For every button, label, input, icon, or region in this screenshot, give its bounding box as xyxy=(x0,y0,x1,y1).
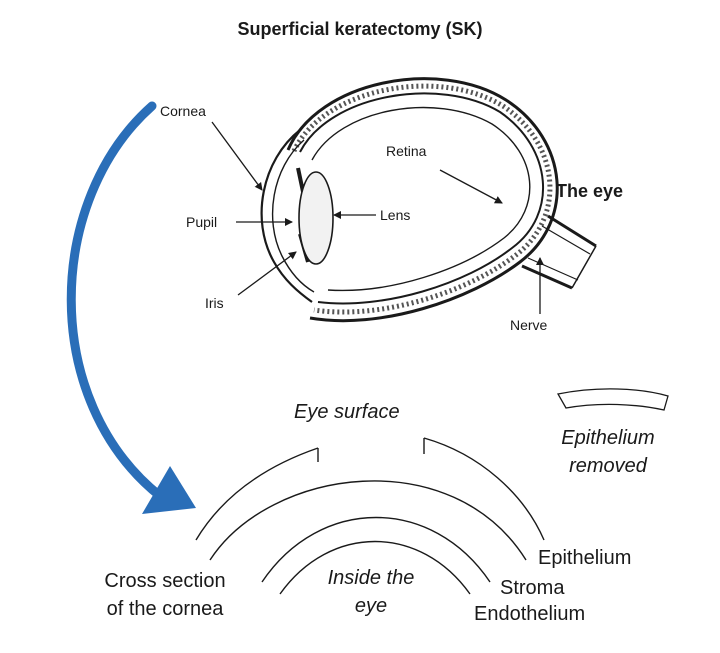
diagram-title: Superficial keratectomy (SK) xyxy=(237,19,483,39)
sclera-inner xyxy=(299,92,544,305)
cornea-inner xyxy=(271,139,315,293)
blue-arrow-head xyxy=(142,466,196,514)
epithelium-outer-left xyxy=(195,447,319,541)
blue-arrow-shaft xyxy=(66,101,165,501)
retina-line xyxy=(311,106,531,292)
cornea-leader xyxy=(211,121,263,191)
optic-nerve-end xyxy=(571,245,597,289)
label-cornea: Cornea xyxy=(160,103,206,119)
label-pupil: Pupil xyxy=(186,214,218,230)
optic-nerve-bottom xyxy=(521,264,573,290)
removed-epithelium-piece xyxy=(556,388,669,411)
label-epithelium-removed-2: removed xyxy=(569,455,647,477)
leader-lines xyxy=(211,121,544,314)
optic-nerve-inner-a xyxy=(541,225,591,255)
lens-shape xyxy=(298,171,334,265)
label-iris: Iris xyxy=(205,295,224,311)
optic-nerve-top xyxy=(547,214,597,248)
blue-arrow xyxy=(66,101,196,514)
endothelium-outer xyxy=(261,516,491,583)
retina-leader xyxy=(439,169,503,204)
label-layer-endothelium: Endothelium xyxy=(474,603,586,625)
cornea-outer xyxy=(260,129,313,303)
label-retina: Retina xyxy=(386,143,427,159)
iris-leader xyxy=(237,251,297,296)
sclera-outer xyxy=(286,77,559,323)
label-inside-eye-1: Inside the xyxy=(327,567,415,589)
stroma-outer xyxy=(209,480,527,561)
cornea-cross-section xyxy=(195,388,669,595)
label-cross-section-1: Cross section xyxy=(104,570,226,592)
sclera-hatch xyxy=(291,83,553,315)
label-layer-stroma: Stroma xyxy=(500,577,565,599)
label-epithelium-removed-1: Epithelium xyxy=(561,427,655,449)
label-inside-eye-2: eye xyxy=(354,595,388,617)
label-cross-section-2: of the cornea xyxy=(106,598,224,620)
label-eye-surface: Eye surface xyxy=(294,401,400,423)
label-nerve: Nerve xyxy=(510,317,548,333)
eyeball-illustration xyxy=(260,77,597,323)
label-lens: Lens xyxy=(380,207,411,223)
endothelium-inner xyxy=(279,540,471,595)
label-layer-epithelium: Epithelium xyxy=(538,547,632,569)
optic-nerve-inner-b xyxy=(527,257,579,281)
label-the-eye: The eye xyxy=(556,181,624,201)
epithelium-outer-right xyxy=(423,437,545,541)
